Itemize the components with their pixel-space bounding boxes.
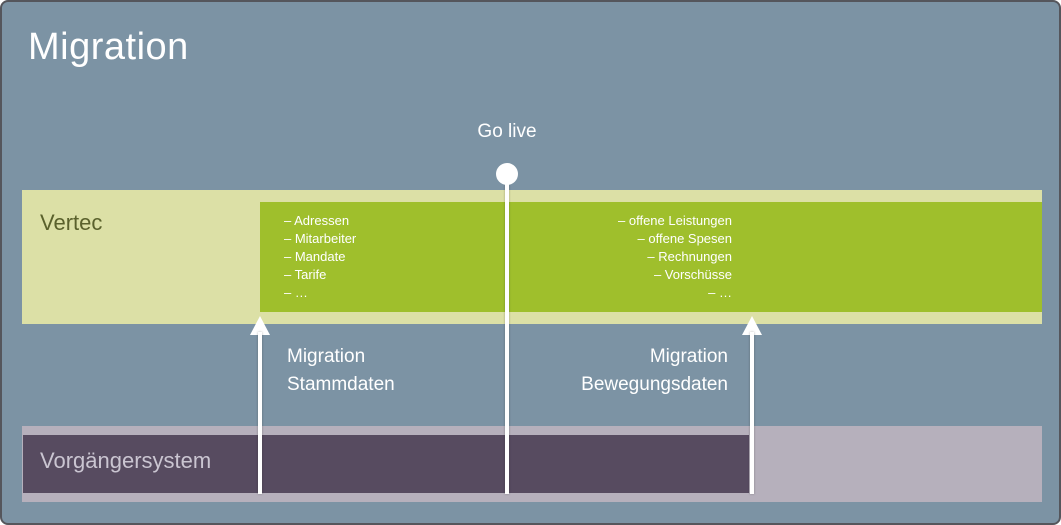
transaction-data-list: – offene Leistungen – offene Spesen – Re… xyxy=(618,212,732,302)
label-line: Stammdaten xyxy=(287,374,395,395)
legacy-band: Vorgängersystem xyxy=(22,426,1042,502)
list-item: – offene Leistungen xyxy=(618,213,732,228)
page-title: Migration xyxy=(28,26,189,68)
go-live-timeline-line xyxy=(505,184,509,494)
list-item: – offene Spesen xyxy=(637,231,732,246)
list-item: – Tarife xyxy=(284,267,327,282)
migrated-data-box: – Adressen – Mitarbeiter – Mandate – Tar… xyxy=(260,202,1042,312)
list-item: – Vorschüsse xyxy=(653,267,732,282)
arrow-up-icon xyxy=(742,316,762,335)
label-line: Bewegungsdaten xyxy=(581,374,728,395)
label-line: Migration xyxy=(649,346,728,367)
list-item: – Adressen xyxy=(284,213,350,228)
list-item: – … xyxy=(284,285,308,300)
list-item: – Rechnungen xyxy=(647,249,732,264)
list-item: – Mitarbeiter xyxy=(284,231,357,246)
migration-bewegungsdaten-label: Migration Bewegungsdaten xyxy=(581,343,728,399)
master-data-list: – Adressen – Mitarbeiter – Mandate – Tar… xyxy=(284,212,356,302)
list-item: – … xyxy=(708,285,732,300)
go-live-label: Go live xyxy=(477,121,537,142)
legacy-system-label: Vorgängersystem xyxy=(40,448,212,473)
vertec-band-label: Vertec xyxy=(40,210,103,235)
go-live-marker-dot xyxy=(496,163,518,185)
arrow-shaft xyxy=(258,332,262,494)
arrow-up-icon xyxy=(250,316,270,335)
list-item: – Mandate xyxy=(284,249,346,264)
migration-stammdaten-label: Migration Stammdaten xyxy=(287,343,395,399)
vertec-band: Vertec – Adressen – Mitarbeiter – Mandat… xyxy=(22,190,1042,324)
arrow-shaft xyxy=(750,332,754,494)
legacy-system-box: Vorgängersystem xyxy=(23,435,749,493)
label-line: Migration xyxy=(287,346,366,367)
